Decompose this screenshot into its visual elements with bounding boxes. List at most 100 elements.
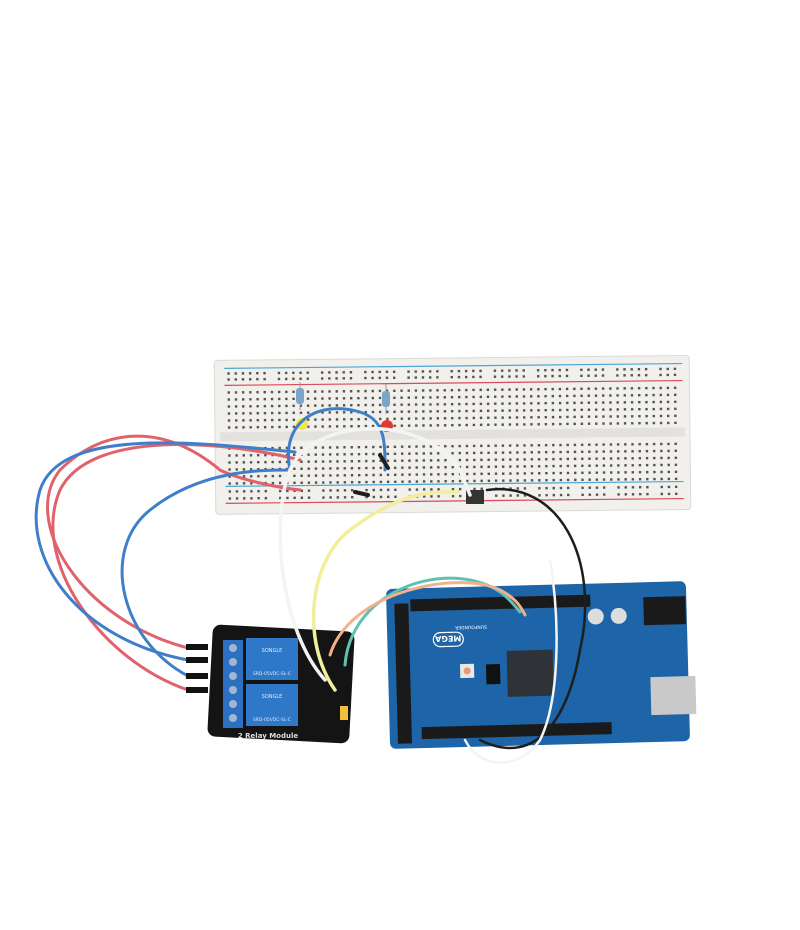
breadboard-hole	[415, 473, 419, 476]
breadboard-hole	[537, 395, 540, 398]
breadboard-hole	[566, 443, 569, 447]
breadboard-hole	[638, 408, 641, 411]
breadboard-hole	[673, 393, 677, 397]
breadboard-hole	[278, 481, 282, 485]
breadboard-hole	[314, 418, 317, 421]
breadboard-hole	[457, 395, 461, 399]
breadboard-hole	[494, 479, 498, 482]
wire-peach	[328, 581, 527, 657]
breadboard-hole	[464, 375, 468, 379]
breadboard-hole	[638, 443, 641, 446]
breadboard-hole	[256, 398, 259, 401]
breadboard-hole	[329, 460, 332, 463]
breadboard-hole	[616, 387, 619, 390]
breadboard-hole	[537, 402, 540, 405]
breadboard-hole	[437, 495, 440, 498]
wire-red	[46, 434, 302, 650]
breadboard-hole	[595, 415, 598, 418]
breadboard-hole	[342, 404, 346, 407]
breadboard-hole	[313, 390, 317, 393]
breadboard-hole	[422, 473, 426, 476]
breadboard-hole	[392, 376, 396, 379]
breadboard-hole	[365, 459, 368, 463]
breadboard-hole	[393, 417, 396, 420]
breadboard-hole	[487, 444, 490, 448]
breadboard-hole	[494, 444, 497, 447]
breadboard-hole	[472, 409, 475, 413]
breadboard-hole	[407, 370, 410, 373]
breadboard-hole	[544, 374, 547, 378]
breadboard-hole	[336, 481, 339, 484]
breadboard-hole	[243, 497, 246, 500]
breadboard-hole	[270, 411, 274, 415]
breadboard-hole	[523, 472, 527, 475]
breadboard-hole	[386, 445, 389, 449]
breadboard-hole	[349, 397, 353, 400]
breadboard-hole	[465, 472, 469, 476]
breadboard-hole	[422, 459, 426, 462]
breadboard-hole	[537, 465, 541, 468]
breadboard-hole	[645, 414, 648, 418]
breadboard-hole	[357, 403, 360, 407]
breadboard-hole	[285, 411, 288, 415]
breadboard-hole	[500, 375, 504, 378]
breadboard-hole	[508, 388, 511, 391]
breadboard-hole	[667, 477, 671, 481]
breadboard-hole	[573, 457, 577, 461]
breadboard-hole	[660, 477, 663, 481]
breadboard-hole	[250, 490, 253, 493]
breadboard-hole	[566, 401, 569, 405]
board-name: MEGA	[434, 634, 461, 644]
rail-line-red	[224, 379, 683, 386]
breadboard-hole	[487, 472, 491, 476]
breadboard-hole	[660, 449, 663, 453]
breadboard-hole	[630, 394, 634, 397]
breadboard-hole	[616, 443, 620, 446]
breadboard-hole	[450, 409, 454, 413]
breadboard-hole	[437, 480, 440, 483]
breadboard-hole	[674, 407, 677, 411]
breadboard-hole	[609, 401, 612, 404]
screw-icon	[229, 700, 237, 708]
breadboard-hole	[292, 377, 295, 381]
breadboard-hole	[285, 418, 288, 422]
breadboard-hole	[637, 368, 641, 371]
breadboard-hole	[365, 466, 368, 470]
breadboard-hole	[250, 482, 253, 485]
breadboard-hole	[428, 376, 432, 379]
breadboard-hole	[321, 418, 324, 421]
breadboard-hole	[587, 408, 591, 411]
breadboard-hole	[501, 444, 505, 447]
breadboard-hole	[509, 465, 512, 468]
breadboard-hole	[371, 424, 375, 428]
breadboard-hole	[529, 395, 533, 398]
breadboard-hole	[515, 416, 519, 419]
mega-logo-frame	[432, 631, 464, 648]
breadboard-hole	[306, 411, 310, 414]
breadboard-hole	[227, 391, 230, 394]
breadboard-hole	[487, 458, 490, 462]
breadboard-hole	[673, 386, 677, 390]
breadboard-hole	[479, 388, 482, 392]
breadboard-hole	[581, 493, 584, 497]
relay-1	[246, 638, 298, 680]
breadboard-hole	[573, 443, 577, 447]
breadboard-hole	[674, 470, 678, 474]
breadboard-hole	[487, 479, 491, 483]
breadboard-hole	[437, 459, 440, 462]
breadboard-hole	[602, 478, 606, 481]
breadboard-hole	[436, 403, 439, 406]
breadboard-hole	[257, 460, 260, 464]
breadboard-hole	[349, 371, 353, 374]
breadboard-hole	[674, 485, 678, 489]
breadboard-hole	[631, 493, 635, 496]
breadboard-hole	[601, 368, 605, 371]
relay-2-model: SRD-05VDC-SL-C	[253, 717, 291, 723]
bottom-header	[421, 722, 612, 740]
breadboard-hole	[602, 457, 606, 460]
breadboard-hole	[393, 410, 396, 413]
breadboard-hole	[552, 443, 555, 447]
wire-black	[378, 453, 390, 470]
breadboard-hole	[228, 468, 231, 471]
